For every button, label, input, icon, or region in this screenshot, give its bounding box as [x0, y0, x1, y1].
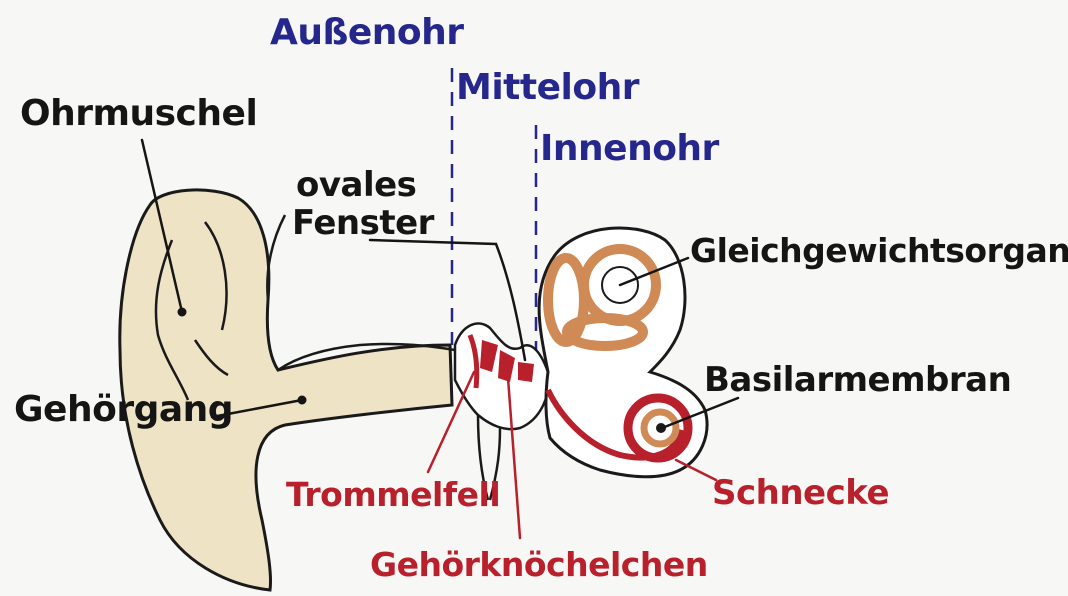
region-dividers: [450, 68, 538, 350]
label-ear-canal: Gehörgang: [14, 389, 234, 430]
oval-window-leader: [368, 238, 527, 362]
middle-ear: [453, 322, 551, 501]
region-label-middle-ear: Mittelohr: [456, 67, 639, 108]
eardrum-leader: [426, 370, 476, 474]
label-oval-window-2: Fenster: [292, 203, 434, 243]
label-eardrum: Trommelfell: [286, 475, 501, 514]
eardrum-shape: [467, 334, 480, 389]
ear-canal-leader: [210, 398, 304, 419]
canal-top-wall: [277, 342, 456, 372]
outer-ear: [118, 188, 456, 592]
middle-ear-duct: [476, 414, 490, 501]
vestibular-organ: [543, 244, 661, 351]
pinna-leader: [140, 138, 184, 314]
red-leader-lines: [426, 370, 718, 540]
region-label-inner-ear: Innenohr: [540, 128, 719, 169]
label-cochlea: Schnecke: [712, 473, 890, 513]
cochlea-leader: [674, 458, 718, 482]
ossicle-anvil: [498, 350, 515, 382]
cochlear-duct: [545, 388, 685, 461]
region-label-outer-ear: Außenohr: [270, 12, 464, 53]
ossicles-leader: [506, 376, 522, 540]
pinna-leader-dot: [177, 307, 187, 317]
ear-canal-leader-dot: [297, 395, 307, 405]
pinna-inner-fold: [154, 239, 190, 401]
leader-lines: [140, 138, 740, 430]
ossicle-hammer: [480, 340, 498, 372]
cochlea-outer-turn: [623, 393, 693, 463]
label-basilar-membrane: Basilarmembran: [704, 360, 1012, 400]
semicircular-canal-2: [543, 253, 589, 347]
middle-ear-duct-2: [488, 427, 502, 501]
vestibular-leader: [618, 256, 690, 287]
inner-ear: [537, 226, 709, 479]
ossicle-stirrup: [518, 362, 534, 382]
pinna-lobe-fold: [193, 339, 229, 377]
label-oval-window-1: ovales: [296, 165, 417, 205]
head-outline: [266, 214, 287, 301]
label-vestibular-organ: Gleichgewichtsorgan: [690, 231, 1068, 270]
label-ossicles: Gehörknöchelchen: [370, 545, 708, 584]
label-pinna: Ohrmuschel: [20, 93, 258, 134]
cochlea-spiral: [623, 393, 693, 463]
basilar-leader: [660, 396, 740, 430]
pinna-helix-fold: [204, 221, 228, 331]
semicircular-canal-3: [562, 313, 648, 351]
cochlea-middle-turn: [640, 408, 680, 448]
